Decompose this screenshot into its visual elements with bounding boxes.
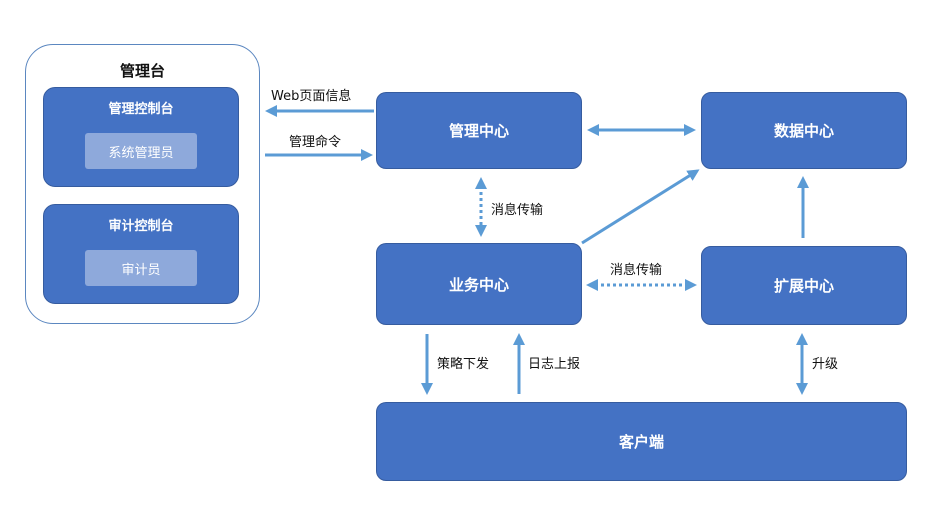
business-center-node: 业务中心 [376, 243, 582, 325]
client-node: 客户端 [376, 402, 907, 481]
system-admin-role: 系统管理员 [85, 133, 197, 169]
auditor-role: 审计员 [85, 250, 197, 286]
label-mgmt-command: 管理命令 [289, 135, 342, 150]
console-title: 管理台 [119, 62, 165, 80]
data-center-node: 数据中心 [701, 92, 907, 169]
audit-console-title: 审计控制台 [108, 219, 174, 234]
management-console-title: 管理控制台 [108, 102, 174, 117]
label-msg-transfer-horizontal: 消息传输 [610, 263, 663, 278]
label-policy-dispatch: 策略下发 [437, 357, 490, 372]
management-console-box: 管理控制台 系统管理员 [43, 87, 239, 187]
audit-console-box: 审计控制台 审计员 [43, 204, 239, 304]
label-upgrade: 升级 [812, 357, 839, 372]
label-msg-transfer-vertical: 消息传输 [491, 203, 544, 218]
arrow-business-data [581, 169, 700, 245]
management-center-node: 管理中心 [376, 92, 582, 169]
label-log-report: 日志上报 [528, 357, 581, 372]
label-web-info: Web页面信息 [271, 89, 352, 104]
extension-center-node: 扩展中心 [701, 246, 907, 325]
